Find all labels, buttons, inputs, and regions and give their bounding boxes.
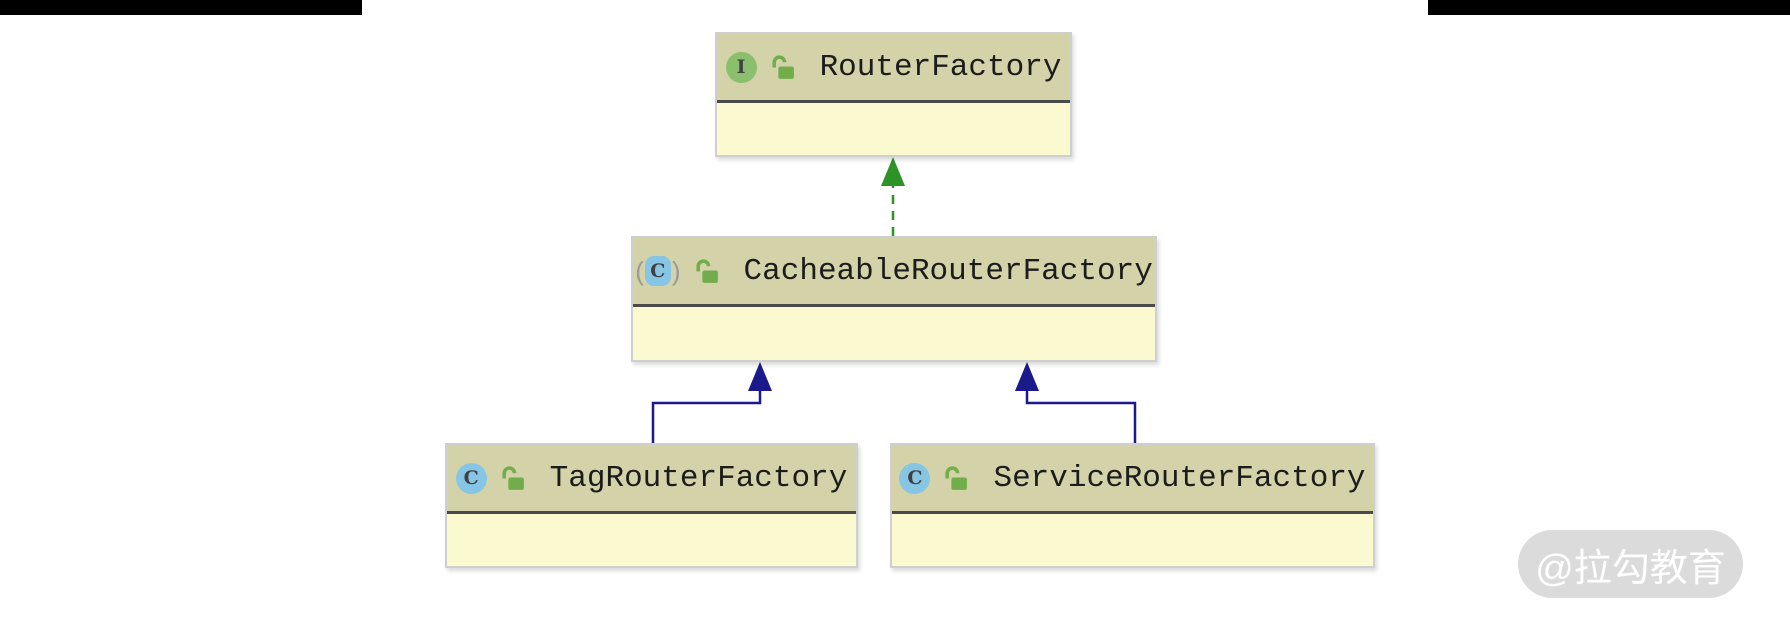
edge-extends-tag-to-cacheable[interactable] <box>651 362 772 443</box>
interface-icon: I <box>725 51 757 83</box>
lock-open-icon <box>769 54 796 81</box>
top-left-black-bar <box>0 0 362 15</box>
class-node-tagrouterfactory[interactable]: C TagRouterFactory <box>445 443 858 568</box>
top-right-black-bar <box>1428 0 1790 15</box>
lock-open-icon <box>942 465 969 492</box>
watermark-text: @拉勾教育 <box>1535 547 1726 590</box>
node-title: TagRouterFactory <box>549 460 848 496</box>
edge-extends-service-to-cacheable[interactable] <box>1015 362 1137 443</box>
abstract-class-icon: C <box>635 256 680 287</box>
node-body <box>633 304 1155 360</box>
node-title: CacheableRouterFactory <box>743 253 1153 289</box>
class-node-cacheablerouterfactory[interactable]: C CacheableRouterFactory <box>631 236 1157 362</box>
lock-open-icon <box>499 465 526 492</box>
class-icon: C <box>455 462 487 494</box>
node-title: ServiceRouterFactory <box>993 460 1366 496</box>
lock-open-icon <box>693 258 720 285</box>
class-node-routerfactory[interactable]: I RouterFactory <box>715 32 1072 157</box>
node-header: C ServiceRouterFactory <box>892 445 1373 511</box>
node-title: RouterFactory <box>819 49 1062 85</box>
node-header: C TagRouterFactory <box>447 445 856 511</box>
watermark-badge: @拉勾教育 <box>1518 530 1743 598</box>
node-body <box>447 511 856 566</box>
class-node-servicerouterfactory[interactable]: C ServiceRouterFactory <box>890 443 1375 568</box>
node-header: C CacheableRouterFactory <box>633 238 1155 304</box>
class-icon: C <box>899 462 931 494</box>
node-header: I RouterFactory <box>717 34 1070 100</box>
node-body <box>892 511 1373 566</box>
node-body <box>717 100 1070 155</box>
edge-implements-cacheable-to-routerfactory[interactable] <box>881 157 905 236</box>
